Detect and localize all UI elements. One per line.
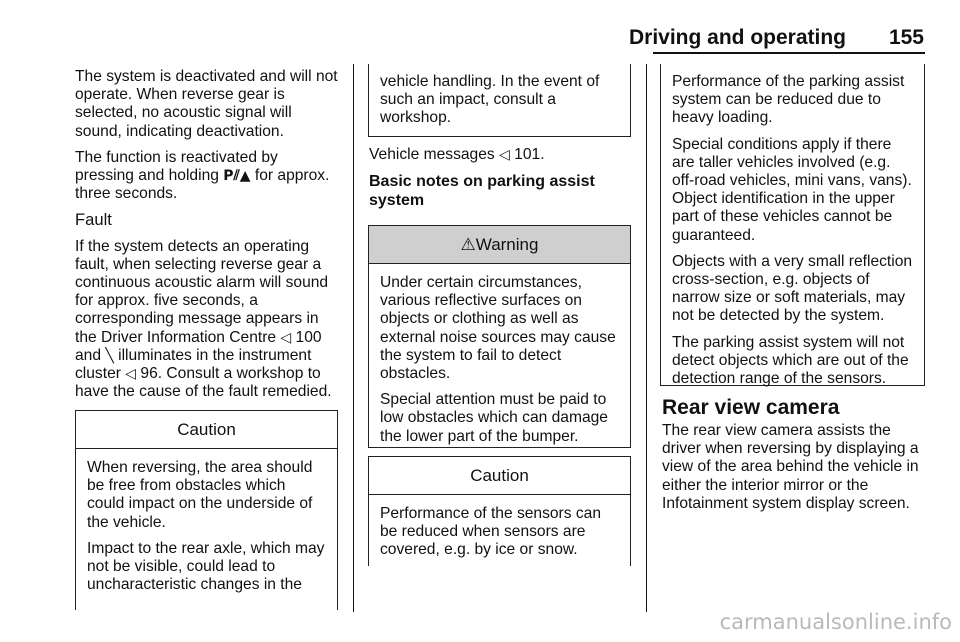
warning-triangle-icon: ⚠ xyxy=(460,235,476,255)
wrench-icon: ╲ xyxy=(105,347,114,364)
rear-view-camera-heading: Rear view camera xyxy=(662,396,840,419)
caution-title: Caution xyxy=(369,457,630,495)
column-2-text: Vehicle messages ◁ 101. Basic notes on p… xyxy=(369,146,631,216)
column-3-text: Rear view camera The rear view camera as… xyxy=(662,396,928,521)
page-reference-arrow-icon: ◁ xyxy=(499,147,510,163)
vehicle-messages-line: Vehicle messages ◁ 101. xyxy=(369,146,545,163)
warning-paragraph: Special attention must be paid to low ob… xyxy=(380,391,608,445)
page-reference-arrow-icon: ◁ xyxy=(280,329,292,346)
deactivation-paragraph: The system is deactivated and will not o… xyxy=(75,68,338,140)
warning-box: ⚠Warning Under certain circumstances, va… xyxy=(368,225,631,448)
page-reference[interactable]: 101 xyxy=(514,146,541,163)
watermark: carmanualsonline.info xyxy=(719,610,952,634)
page-header: Driving and operating 155 xyxy=(0,0,960,60)
caution-paragraph: Performance of the sensors can be reduce… xyxy=(380,505,602,559)
rear-view-camera-paragraph: The rear view camera assists the driver … xyxy=(662,422,919,512)
header-rule xyxy=(653,52,925,54)
note-paragraph: The parking assist system will not detec… xyxy=(672,333,909,388)
warning-title: Warning xyxy=(475,235,539,254)
page-number: 155 xyxy=(888,26,924,49)
caution-continued-text: vehicle handling. In the event of such a… xyxy=(380,73,600,127)
notes-box-continued: Performance of the parking assist system… xyxy=(660,64,925,388)
page-reference-arrow-icon: ◁ xyxy=(125,366,137,383)
note-paragraph: Objects with a very small reflection cro… xyxy=(672,252,913,325)
column-divider-right xyxy=(646,64,647,612)
reactivation-paragraph: The function is reactivated by pressing … xyxy=(75,148,330,203)
column-divider-left xyxy=(353,64,354,612)
caution-title: Caution xyxy=(76,411,337,449)
note-paragraph: Special conditions apply if there are ta… xyxy=(672,135,912,244)
caution-box-2: Caution Performance of the sensors can b… xyxy=(368,456,631,566)
caution-box-1: Caution When reversing, the area should … xyxy=(75,410,338,610)
fault-heading: Fault xyxy=(75,210,112,230)
basic-notes-heading: Basic notes on parking assist system xyxy=(369,173,595,210)
column-1: The system is deactivated and will not o… xyxy=(75,68,341,409)
parking-assist-icon: P⫽▲ xyxy=(223,168,251,185)
fault-paragraph: If the system detects an operating fault… xyxy=(75,237,332,401)
caution-paragraph: Impact to the rear axle, which may not b… xyxy=(87,539,325,594)
page-reference[interactable]: 100 xyxy=(295,328,322,346)
section-title: Driving and operating xyxy=(628,26,846,49)
caution-box-continued: vehicle handling. In the event of such a… xyxy=(368,64,631,137)
warning-paragraph: Under certain circumstances, various ref… xyxy=(380,274,616,383)
page-reference[interactable]: 96 xyxy=(140,365,158,383)
note-paragraph: Performance of the parking assist system… xyxy=(672,73,905,127)
caution-paragraph: When reversing, the area should be free … xyxy=(87,459,313,531)
warning-header: ⚠Warning xyxy=(369,226,630,264)
